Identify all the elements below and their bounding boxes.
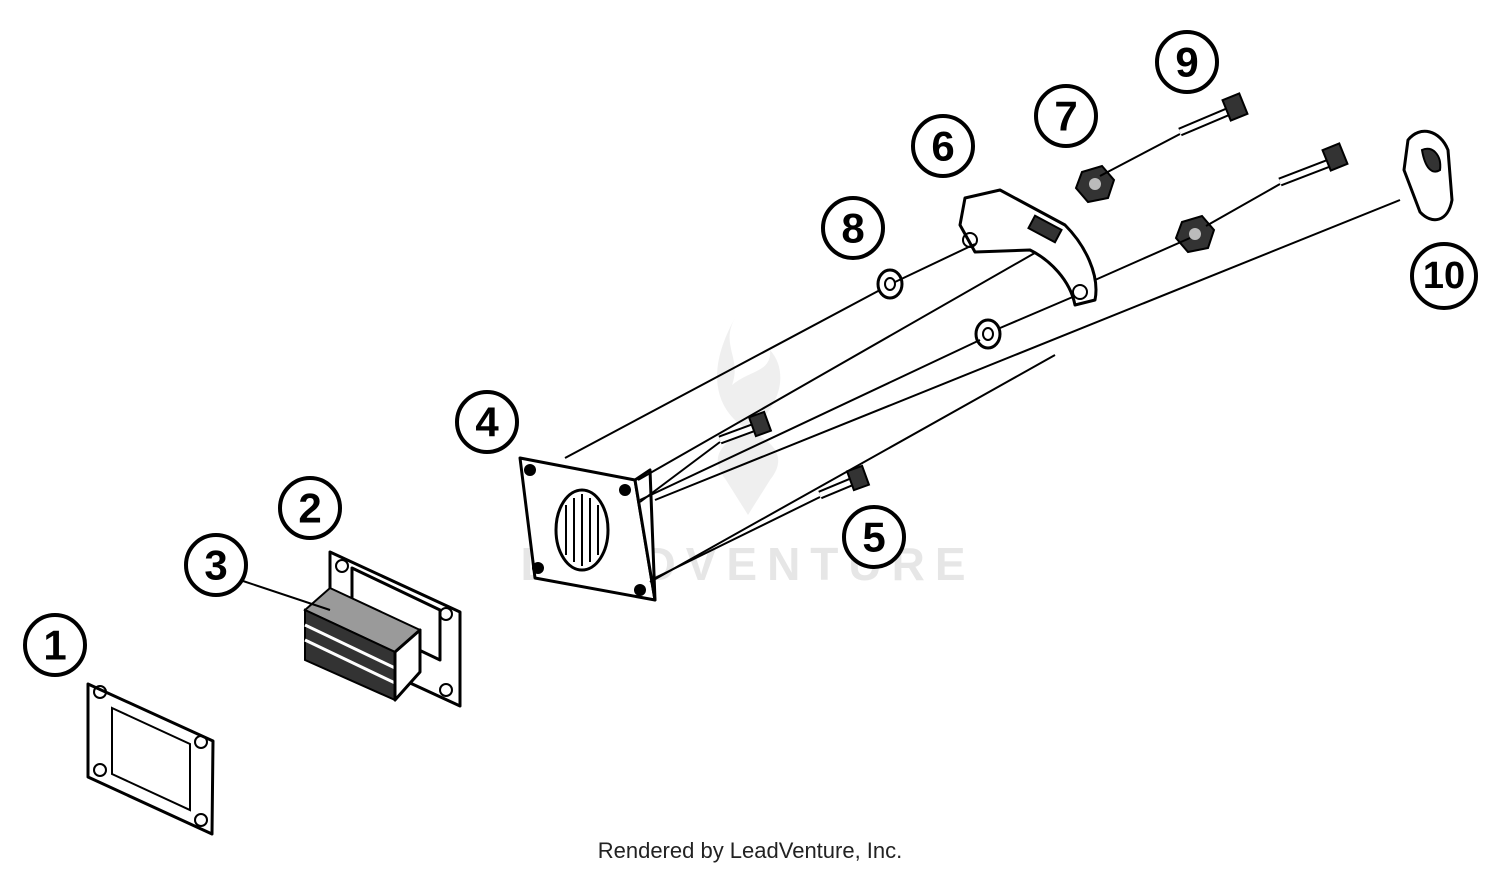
part-3-reed-valve xyxy=(303,586,422,702)
part-10-clip xyxy=(654,129,1454,501)
callout-9-label: 9 xyxy=(1175,39,1198,86)
part-7-nuts xyxy=(1074,164,1216,254)
callout-6-label: 6 xyxy=(931,123,954,170)
callout-4: 4 xyxy=(455,390,519,454)
callout-2: 2 xyxy=(278,476,342,540)
callout-7-label: 7 xyxy=(1054,93,1077,140)
callout-3-label: 3 xyxy=(204,542,227,589)
part-9-bolts xyxy=(564,92,1349,501)
part-4-intake-manifold xyxy=(518,249,1056,602)
callout-8: 8 xyxy=(821,196,885,260)
part-8-washers xyxy=(876,268,1002,350)
callout-6: 6 xyxy=(911,114,975,178)
callout-9: 9 xyxy=(1155,30,1219,94)
rendered-by-credit: Rendered by LeadVenture, Inc. xyxy=(597,838,903,863)
callout-10: 10 xyxy=(1410,242,1478,310)
callout-8-label: 8 xyxy=(841,205,864,252)
callout-7: 7 xyxy=(1034,84,1098,148)
callout-1: 1 xyxy=(23,613,87,677)
callout-2-label: 2 xyxy=(298,485,321,532)
callout-4-label: 4 xyxy=(475,399,499,446)
part-6-bracket xyxy=(958,188,1098,307)
callout-10-label: 10 xyxy=(1423,255,1465,297)
callout-3: 3 xyxy=(184,533,248,597)
callout-5: 5 xyxy=(842,505,906,569)
callout-leaders xyxy=(239,579,331,611)
callout-5-label: 5 xyxy=(862,514,885,561)
callout-1-label: 1 xyxy=(43,622,66,669)
part-1-gasket xyxy=(86,682,215,836)
part-5-bolts xyxy=(639,410,871,579)
